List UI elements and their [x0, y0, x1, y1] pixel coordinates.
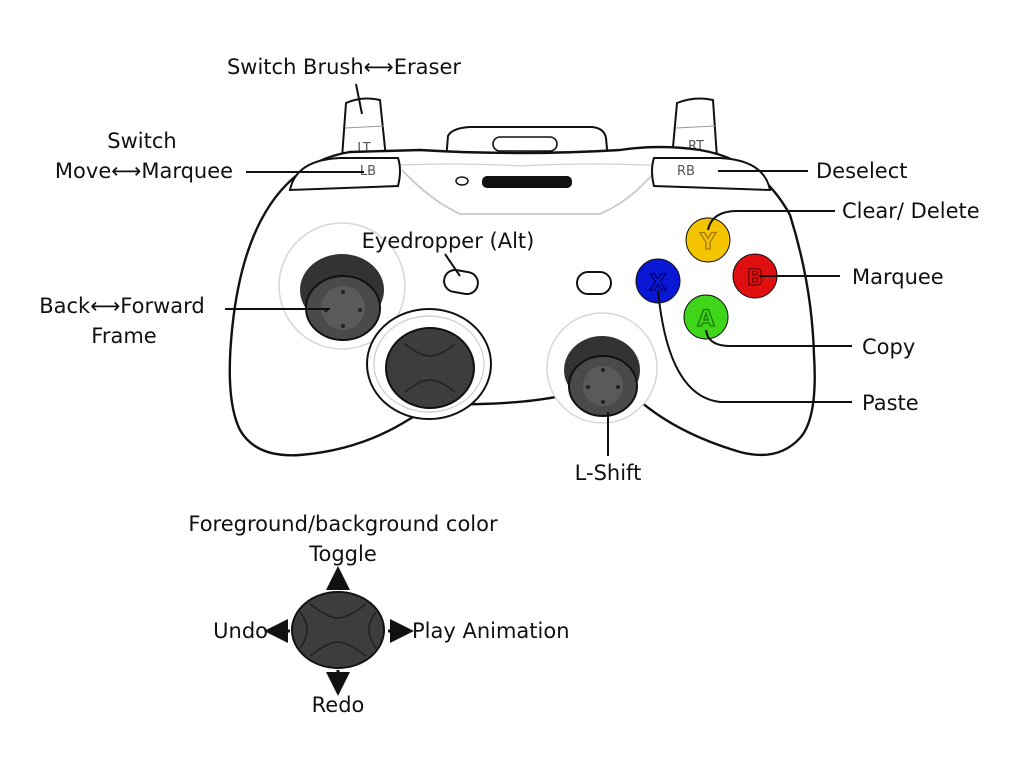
label-left-stick-line1: Back⟷Forward [39, 294, 205, 318]
face-y-button: Y [685, 217, 731, 263]
right-stick [564, 336, 640, 417]
label-lb-line2: Move⟷Marquee [55, 159, 233, 183]
left-bumper [288, 157, 401, 192]
label-back: Eyedropper (Alt) [362, 229, 535, 253]
dpad-legend [264, 566, 414, 696]
label-dpad-up-line1: Foreground/background color [188, 512, 498, 536]
face-b-button: B [732, 253, 778, 299]
guide-slot [482, 176, 572, 188]
label-dpad-left: Undo [213, 619, 268, 643]
right-trigger [670, 97, 719, 159]
label-x: Paste [862, 391, 919, 415]
leader-lines [225, 83, 852, 456]
start-button [576, 271, 612, 295]
right-bumper [651, 157, 772, 192]
label-right-stick: L-Shift [575, 461, 642, 485]
controller-body: LT RT LB RB [228, 97, 816, 457]
label-rb: Deselect [816, 159, 908, 183]
label-y: Clear/ Delete [842, 199, 980, 223]
lb-label: LB [360, 164, 376, 179]
face-a-button: A [683, 294, 729, 340]
svg-text:A: A [697, 307, 714, 332]
svg-text:X: X [650, 271, 667, 296]
label-b: Marquee [852, 265, 944, 289]
svg-text:B: B [747, 266, 764, 291]
rb-label: RB [677, 164, 695, 179]
label-lt: Switch Brush⟷Eraser [227, 55, 461, 79]
dpad [385, 327, 475, 409]
label-dpad-down: Redo [312, 693, 365, 717]
face-x-button: X [635, 258, 681, 304]
guide-panel [401, 169, 657, 215]
label-a: Copy [862, 335, 915, 359]
back-button [443, 268, 479, 296]
svg-text:Y: Y [699, 230, 717, 255]
left-stick [300, 254, 384, 341]
label-dpad-up-line2: Toggle [308, 542, 377, 566]
label-lb-line1: Switch [107, 129, 176, 153]
left-trigger [340, 97, 388, 159]
label-left-stick-line2: Frame [91, 324, 156, 348]
label-dpad-right: Play Animation [412, 619, 570, 643]
